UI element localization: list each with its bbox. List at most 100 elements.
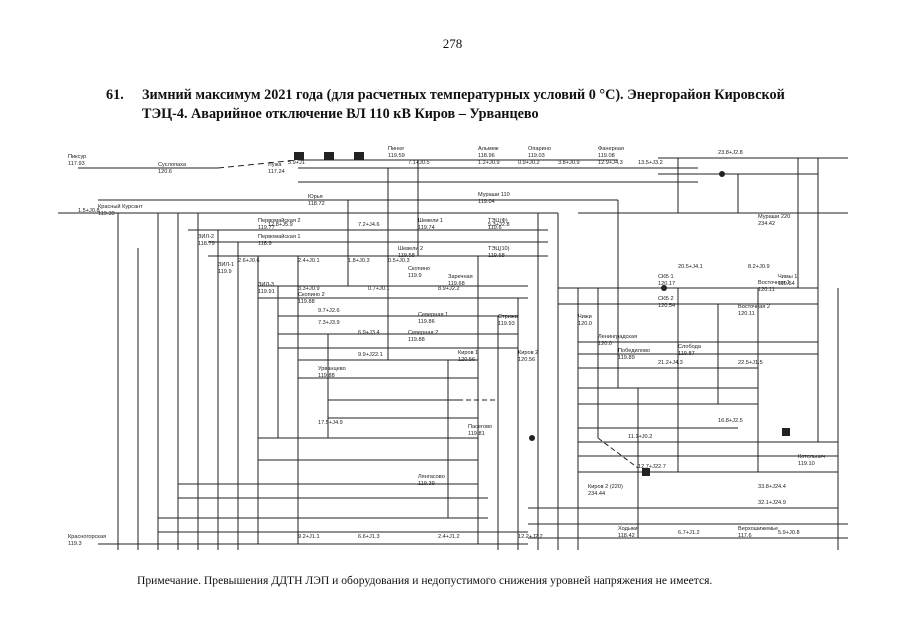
node-voltage: 120.11: [738, 311, 755, 317]
node-voltage: 119.81: [468, 431, 485, 437]
node-label: Чижи: [578, 314, 592, 320]
node-voltage: 120.17: [658, 281, 675, 287]
node-voltage: 119.88: [298, 299, 315, 305]
node-label: Урванцево: [318, 366, 346, 372]
flow-label: 9.9+J22.1: [358, 352, 383, 358]
node-voltage: 119.59: [388, 153, 405, 159]
node-label: Северная 2: [408, 330, 438, 336]
flow-label: 0.5+J0.3: [388, 258, 410, 264]
node-label: Восточная 1: [758, 280, 790, 286]
note-text: Примечание. Превышения ДДТН ЛЭП и оборуд…: [137, 574, 713, 587]
heading-line-2: ТЭЦ-4. Аварийное отключение ВЛ 110 кВ Ки…: [142, 106, 539, 122]
node-voltage: 119.87: [678, 351, 695, 357]
node-label: Мураши 110: [478, 192, 510, 198]
node-label: Победилово: [618, 348, 650, 354]
node-label: ЗИЛ-3: [258, 282, 274, 288]
node-label: Восточная 2: [738, 304, 770, 310]
flow-label: 20.5+J4.1: [678, 264, 703, 270]
node-voltage: 120.56: [458, 357, 475, 363]
node-label: ТЭЦ(10): [488, 246, 510, 252]
node-label: Красный Курсант: [98, 203, 143, 210]
node-label: Красногорская: [68, 534, 106, 540]
flow-label: 11.1+J0.2: [628, 434, 652, 440]
flow-label: 3.3+J0.9: [298, 286, 320, 292]
node-voltage: 118.96: [478, 153, 495, 159]
node-voltage: 119.86: [418, 319, 435, 325]
flow-label: 16.8+J2.5: [718, 418, 743, 424]
node-label: Шевели 2: [398, 246, 423, 252]
flow-label: 8.2+J0.9: [748, 264, 770, 270]
grid-nodes: [294, 152, 790, 476]
flow-label: 1.8+J0.3: [348, 258, 370, 264]
node-label: Ходыки: [618, 526, 638, 532]
node-voltage: 120.0: [598, 341, 612, 347]
node-voltage: 120.6: [158, 169, 172, 175]
flow-label: 13.5+J3.2: [638, 160, 663, 166]
node-label: Опарино: [528, 146, 551, 152]
node-label: СКБ 2: [658, 296, 674, 302]
flow-label: 32.1+J24.9: [758, 500, 786, 506]
flow-label: 23.8+J2.8: [718, 150, 743, 156]
heading-number: 61.: [106, 87, 124, 103]
flow-label: 5.3+J2.8: [488, 222, 510, 228]
node-label: Лужа: [268, 162, 282, 168]
node-voltage: 119.03: [528, 153, 545, 159]
flow-label: 7.2+J4.6: [358, 222, 380, 228]
node-voltage: 234.42: [758, 221, 775, 227]
node-label: Ленинградская: [598, 334, 637, 340]
node-label: Заречная: [448, 274, 473, 280]
node-label: Пиксур: [68, 154, 86, 160]
node-voltage: 119.9: [408, 273, 422, 279]
flow-label: 0.9+J0.2: [518, 160, 540, 166]
flow-label: 8.9+J2.2: [438, 286, 460, 292]
flow-label: 1.2+J0.9: [478, 160, 500, 166]
node-voltage: 119.54: [778, 281, 795, 287]
node-label: ТЭЦ(Ф): [488, 218, 508, 224]
node-voltage: 117.93: [68, 161, 85, 167]
flow-label: 9.7+J2.6: [318, 308, 340, 314]
node-voltage: 118.42: [618, 533, 635, 539]
node-voltage: 119.68: [488, 253, 505, 259]
flow-label: 1.5+J0.8: [78, 208, 100, 214]
flow-label: 6.9+J3.4: [358, 330, 380, 336]
grid-lines: [58, 157, 848, 550]
node-label: Киров 2: [518, 350, 538, 356]
node-voltage: 119.68: [448, 281, 465, 287]
node-voltage: 120.0: [578, 321, 592, 327]
document-heading: 61.Зимний максимум 2021 года (для расчет…: [106, 86, 861, 124]
node-label: Котельнич: [798, 454, 825, 460]
node-label: Первомайская 2: [258, 217, 301, 224]
node-voltage: 119.91: [258, 289, 275, 295]
node-label: Первомайская 1: [258, 233, 301, 240]
node-voltage: 119.88: [408, 337, 425, 343]
node-label: Альмеж: [478, 146, 499, 152]
flow-label: 2.4+J0.1: [298, 258, 320, 264]
node-voltage: 119.3: [68, 541, 82, 547]
flow-label: 3.8+J0.9: [558, 160, 580, 166]
node-voltage: 120.54: [658, 303, 675, 309]
flow-label: 9.2+J1.1: [298, 534, 320, 540]
node-label: Суслопаха: [158, 162, 187, 168]
flow-label: 12.7+J22.7: [638, 464, 666, 470]
node-voltage: 119.77: [258, 225, 275, 231]
flow-label: 33.8+J24.4: [758, 484, 786, 490]
node-voltage: 118.9: [258, 241, 272, 247]
node-voltage: 119.89: [618, 355, 635, 361]
node-label: Пасегово: [468, 424, 492, 430]
node-voltage: 119.04: [478, 199, 495, 205]
node-label: Шевели 1: [418, 218, 443, 224]
node-voltage: 117.24: [268, 169, 285, 175]
node-label: Чимы 1: [778, 274, 797, 280]
flow-label: 6.7+J1.2: [678, 530, 700, 536]
flow-label: 6.6+J1.3: [358, 534, 380, 540]
node-label: Верхошижемье: [738, 526, 778, 532]
flow-label: 21.2+J4.3: [658, 360, 683, 366]
node-label: Скопино 2: [298, 292, 325, 298]
node-voltage: 119.6: [488, 225, 502, 231]
flow-label: 22.5+J1.5: [738, 360, 763, 366]
flow-label: 17.5+J4.9: [318, 420, 343, 426]
node-voltage: 119.10: [798, 461, 815, 467]
node-voltage: 119.39: [98, 211, 115, 217]
node-label: Мураши 220: [758, 214, 790, 220]
